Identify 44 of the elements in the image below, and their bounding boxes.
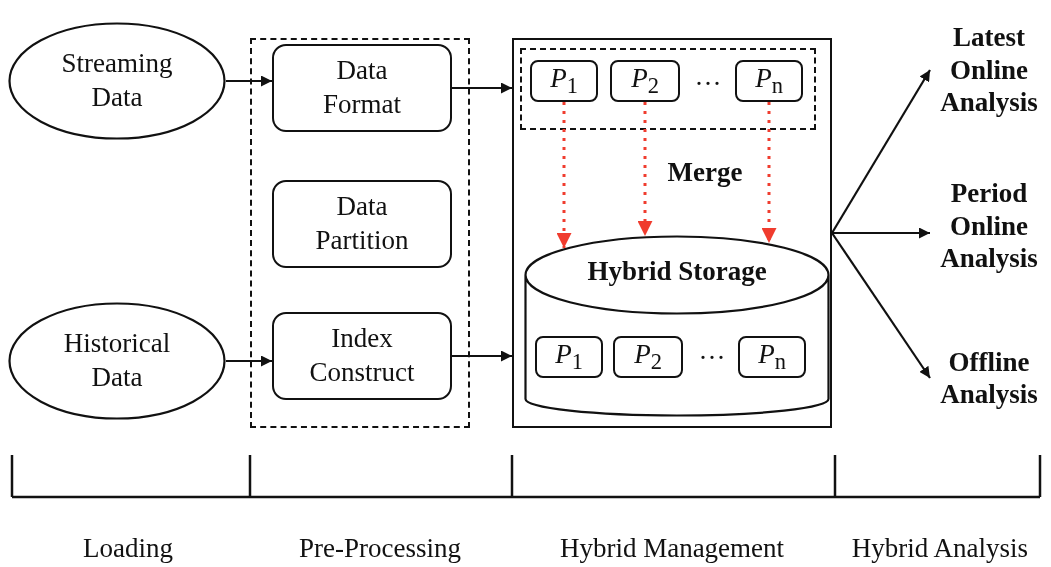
- partition-label: P$_{1}$: [550, 61, 578, 101]
- partition-box: [613, 336, 683, 378]
- node-label: Data Format: [322, 54, 402, 121]
- analysis-label: Offline Analysis: [930, 334, 1048, 422]
- analysis-label: Latest Online Analysis: [930, 8, 1048, 132]
- partition-box: [610, 60, 680, 102]
- arrow: [832, 227, 930, 239]
- arrow: [226, 355, 272, 367]
- arrow: [556, 102, 572, 249]
- stage-label: Loading: [83, 532, 173, 564]
- partition-label: P$_{2}$: [631, 61, 659, 101]
- analysis-label: Period Online Analysis: [930, 164, 1048, 288]
- group-box: [512, 38, 832, 428]
- partition-box: [738, 336, 806, 378]
- partition-box: [530, 60, 598, 102]
- arrow: [831, 232, 931, 379]
- node-label: Data Partition: [314, 190, 410, 257]
- arrow: [637, 102, 653, 236]
- stage-label: Hybrid Management: [559, 532, 785, 564]
- partition-box: [735, 60, 803, 102]
- partition-label: P$_{n}$: [755, 61, 783, 101]
- ellipsis-label: ···: [698, 342, 726, 374]
- ellipsis-label: ···: [694, 68, 722, 100]
- stage-label: Hybrid Analysis: [851, 532, 1029, 564]
- dashed-group-box: [520, 48, 816, 130]
- partition-label: P$_{2}$: [634, 337, 662, 377]
- node-label: Streaming Data: [60, 47, 174, 114]
- process-box: [272, 44, 452, 132]
- process-box: [272, 180, 452, 268]
- partition-box: [535, 336, 603, 378]
- merge-label: Merge: [667, 156, 743, 188]
- dashed-group-box: [250, 38, 470, 428]
- process-box: [272, 312, 452, 400]
- arrow: [831, 69, 931, 234]
- arrow: [761, 102, 777, 244]
- arrow: [226, 75, 272, 87]
- node-label: Historical Data: [62, 327, 172, 394]
- arrow: [452, 350, 512, 362]
- partition-label: P$_{1}$: [555, 337, 583, 377]
- node-label: Hybrid Storage: [587, 255, 767, 288]
- node-label: Index Construct: [308, 322, 416, 389]
- partition-label: P$_{n}$: [758, 337, 786, 377]
- stage-label: Pre-Processing: [299, 532, 461, 564]
- arrow: [452, 82, 512, 94]
